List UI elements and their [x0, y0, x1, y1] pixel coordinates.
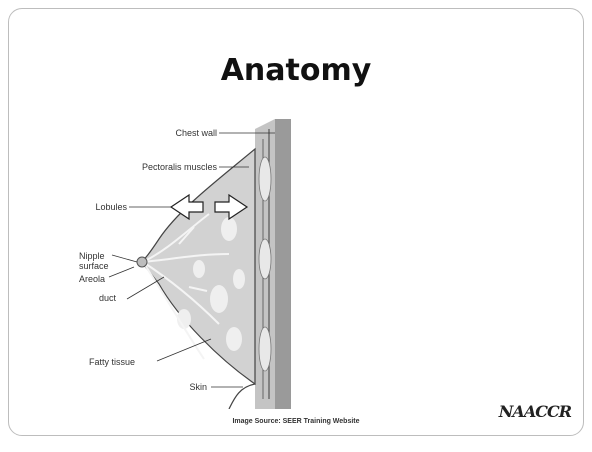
- label-duct: duct: [99, 293, 117, 303]
- label-fatty: Fatty tissue: [89, 357, 135, 367]
- chest-wall-band: [275, 119, 291, 409]
- nipple: [137, 257, 147, 267]
- slide-title: Anatomy: [9, 53, 583, 88]
- label-areola: Areola: [79, 274, 105, 284]
- slide: Anatomy: [8, 8, 584, 436]
- label-nipple: Nipple: [79, 251, 105, 261]
- label-surface: surface: [79, 261, 109, 271]
- label-chest-wall: Chest wall: [175, 128, 217, 138]
- label-lobules: Lobules: [95, 202, 127, 212]
- image-source: Image Source: SEER Training Website: [9, 418, 583, 425]
- breast-anatomy-diagram: Chest wall Pectoralis muscles Lobules Ni…: [79, 119, 309, 409]
- label-pectoralis: Pectoralis muscles: [142, 162, 218, 172]
- label-skin: Skin: [189, 382, 207, 392]
- naaccr-logo: NAACCR: [499, 402, 571, 421]
